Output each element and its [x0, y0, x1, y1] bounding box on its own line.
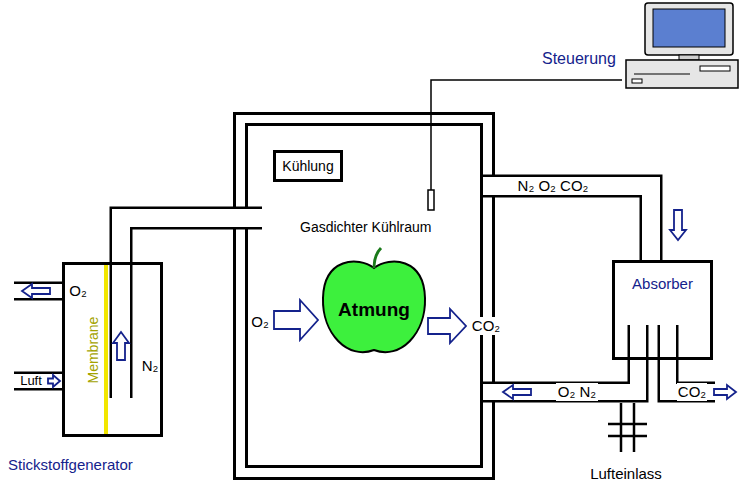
pipe-wall — [14, 282, 62, 301]
screen — [653, 9, 725, 47]
inlet-valve — [608, 423, 647, 426]
absorber-unit: Absorber — [612, 260, 713, 360]
apple-stem — [374, 248, 381, 268]
flow-arrow — [503, 385, 531, 399]
cold-room: KühlungAtmung Gasdichter Kühlraum — [233, 112, 495, 480]
pipe-bore — [112, 262, 130, 398]
pipe-bore — [121, 218, 233, 262]
pipe-wall — [483, 382, 495, 403]
pipe-bore — [483, 384, 495, 400]
room-outer-wall — [235, 114, 494, 479]
pipe-bore — [630, 325, 646, 360]
case-line — [634, 74, 690, 75]
pipe — [483, 186, 495, 187]
cooling-unit: Kühlung — [273, 150, 343, 182]
sensor-wire — [430, 112, 432, 190]
pipe-wall — [121, 218, 233, 262]
flow-arrow — [48, 375, 60, 387]
pipe — [121, 262, 122, 398]
power-button — [632, 79, 642, 83]
pipe-bore — [495, 186, 651, 260]
computer-icon — [626, 3, 738, 88]
flow-arrow — [22, 284, 50, 298]
pipe-wall — [483, 175, 495, 198]
wire — [431, 80, 622, 112]
gas-label: CO₂ — [677, 383, 707, 400]
node-text: Gasdichter Kühlraum — [300, 219, 432, 235]
flow-arrow — [274, 300, 318, 340]
gas-label: O₂ — [251, 313, 269, 330]
flow-arrow — [428, 309, 466, 343]
flow-arrow — [113, 332, 129, 360]
node-text: Kühlung — [282, 158, 333, 174]
flow-arrow — [670, 210, 686, 240]
pipe-bore — [14, 374, 62, 388]
gas-label: CO₂ — [471, 317, 501, 334]
gas-label: O₂ — [69, 282, 87, 299]
pipe-wall — [14, 372, 62, 391]
control-wire — [431, 80, 622, 112]
pipe-label: N₂ O₂ CO₂ — [516, 177, 591, 194]
apple-body — [323, 262, 425, 353]
pipe-wall — [495, 186, 651, 260]
control-computer: Steuerung — [622, 0, 740, 92]
apple-respiration: Atmung — [318, 246, 430, 360]
node-text: Stickstoffgenerator — [8, 456, 133, 473]
pipe-bore — [14, 284, 62, 298]
gas-label: N₂ — [142, 357, 159, 374]
pipe — [638, 325, 639, 360]
pipe-wall — [628, 325, 649, 360]
pipe-bore — [483, 177, 495, 195]
room-inner-wall — [247, 125, 482, 467]
pipe — [233, 218, 262, 219]
inlet-label: Lufteinlass — [590, 465, 662, 482]
nitrogen-pipe — [121, 218, 233, 262]
inlet-valve — [608, 435, 647, 438]
pipe — [483, 392, 495, 393]
inlet-pipe — [633, 403, 636, 452]
monitor — [645, 3, 733, 55]
pipe-bore — [233, 209, 262, 227]
node-text: Absorber — [632, 275, 693, 292]
pipe-label: O₂ N₂ — [556, 383, 598, 400]
membrane-label: Membrane — [85, 317, 101, 384]
pipe-wall — [110, 262, 133, 398]
sensor — [428, 190, 434, 210]
node-text: Steuerung — [542, 50, 616, 68]
pipe-layout — [14, 186, 715, 398]
membrane-line — [104, 263, 108, 436]
inlet-label: Luft — [19, 374, 43, 389]
pipe-wall — [233, 207, 262, 230]
node-text: Atmung — [338, 299, 410, 321]
inlet-pipe — [620, 403, 623, 452]
gas-pipe — [495, 186, 686, 260]
flow-arrow — [714, 385, 736, 399]
computer-case — [626, 60, 738, 88]
drive-slot — [700, 66, 730, 71]
